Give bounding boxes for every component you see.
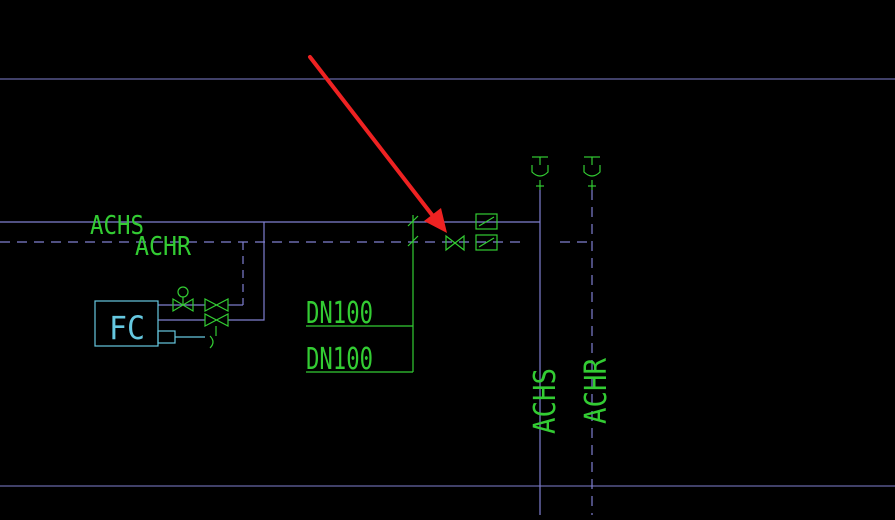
control-valve-icon[interactable] <box>172 286 194 313</box>
fan-coil-drain-box <box>157 330 176 344</box>
dn-tick-upper <box>407 215 419 227</box>
damper-box-icon[interactable] <box>475 213 498 230</box>
three-way-valve-icon[interactable] <box>204 298 229 349</box>
red-arrow-icon <box>308 55 447 233</box>
air-vent-icon <box>531 156 549 190</box>
supply-riser-label: ACHS <box>528 368 563 434</box>
return-riser-label: ACHR <box>579 357 614 424</box>
pipe-size-upper-label: DN100 <box>306 296 373 331</box>
fan-coil-label: FC <box>109 309 145 347</box>
supply-main-label: ACHS <box>90 211 144 241</box>
pipe-size-lower-label: DN100 <box>306 342 373 377</box>
gate-valve-icon[interactable] <box>445 234 465 252</box>
fan-coil-unit[interactable] <box>94 300 159 347</box>
damper-box-icon[interactable] <box>475 234 498 251</box>
dn-tick-lower <box>407 235 419 247</box>
air-vent-icon <box>583 156 601 190</box>
return-main-label: ACHR <box>135 232 191 262</box>
fc-supply-branch[interactable] <box>228 222 265 321</box>
